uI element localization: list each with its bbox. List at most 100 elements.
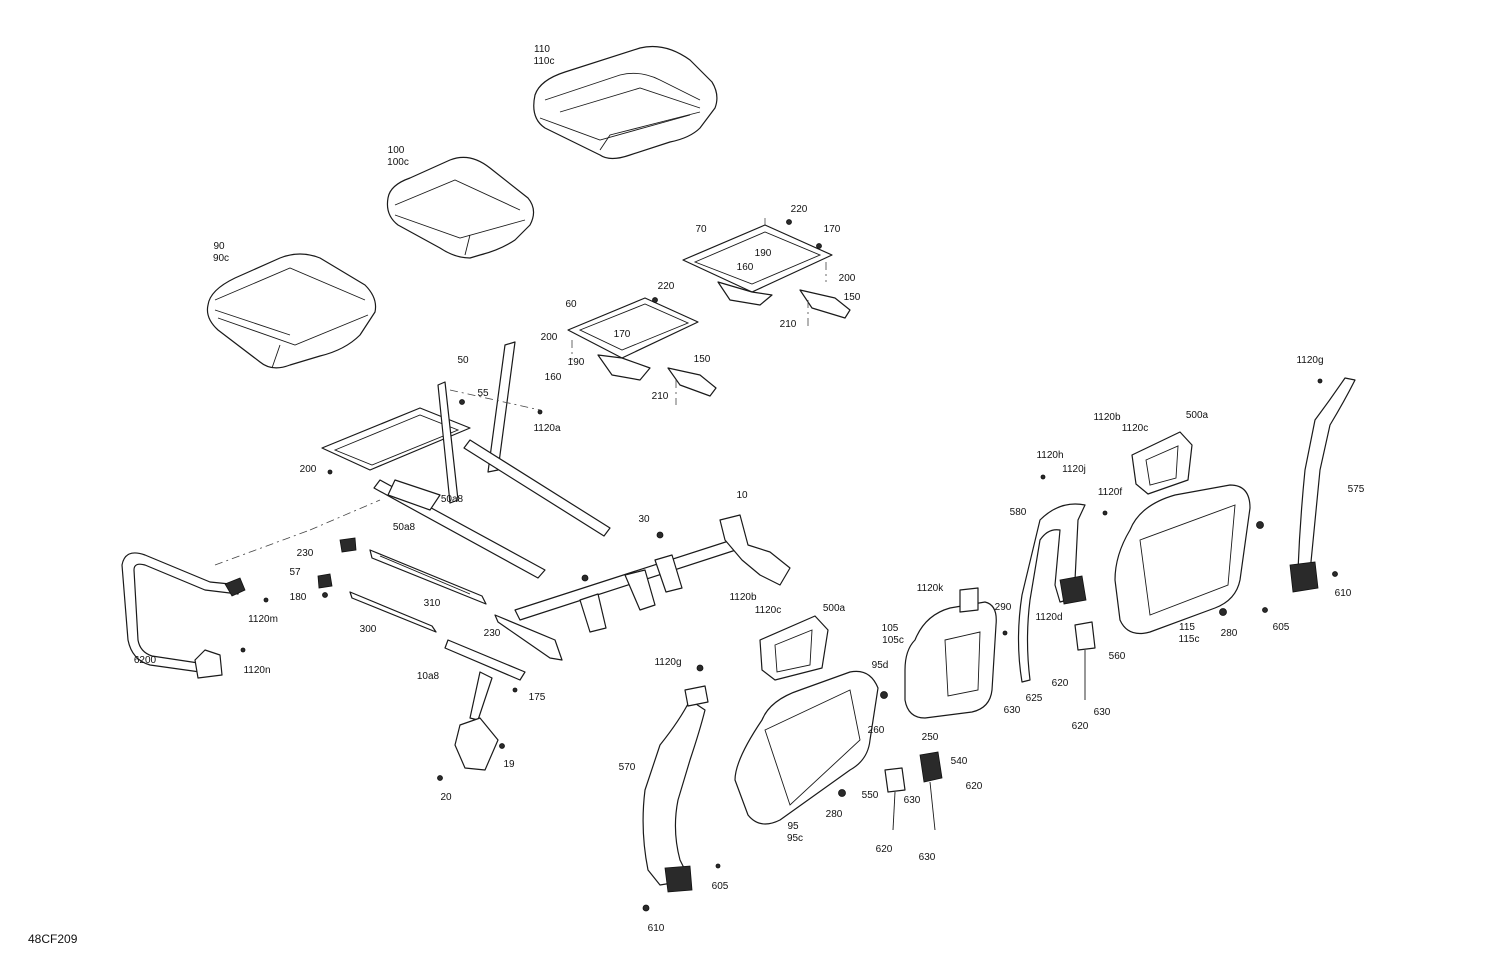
callout-c190a: 190 bbox=[755, 248, 772, 259]
callout-c630b: 630 bbox=[919, 852, 936, 863]
callout-c1120g2: 1120g bbox=[1296, 355, 1323, 366]
fasteners bbox=[240, 219, 1338, 912]
callout-c1120m: 1120m bbox=[248, 614, 278, 625]
callout-c230a: 230 bbox=[297, 548, 314, 559]
callout-c175: 175 bbox=[529, 692, 546, 703]
seat-cushion-90 bbox=[206, 253, 377, 369]
callout-c500a1: 500a bbox=[823, 603, 846, 614]
callout-c605b: 605 bbox=[1273, 622, 1290, 633]
belt-580 bbox=[1017, 503, 1087, 683]
callout-c610b: 610 bbox=[1335, 588, 1352, 599]
callout-c620c: 620 bbox=[1052, 678, 1069, 689]
callout-c50: 50 bbox=[457, 355, 469, 366]
callout-c220b: 220 bbox=[658, 281, 675, 292]
callout-c19: 19 bbox=[503, 759, 515, 770]
callout-c260: 260 bbox=[868, 725, 885, 736]
pad-500a-left bbox=[759, 615, 829, 681]
diagram-reference-code: 48CF209 bbox=[28, 932, 78, 946]
callout-c1120n: 1120n bbox=[243, 665, 270, 676]
callout-c200c: 200 bbox=[300, 464, 317, 475]
callout-c575: 575 bbox=[1348, 484, 1365, 495]
seat-back-115 bbox=[1114, 484, 1251, 635]
callout-c620a: 620 bbox=[966, 781, 983, 792]
callout-c560: 560 bbox=[1109, 651, 1126, 662]
callout-c50a8b: 50a8 bbox=[393, 522, 416, 533]
callout-c90: 90 bbox=[213, 241, 225, 252]
callout-c610a: 610 bbox=[648, 923, 665, 934]
callout-c310: 310 bbox=[424, 598, 441, 609]
callout-c20: 20 bbox=[440, 792, 452, 803]
callout-c630d: 630 bbox=[1094, 707, 1111, 718]
callout-c1120b2: 1120b bbox=[1093, 412, 1121, 423]
callout-c580: 580 bbox=[1010, 507, 1027, 518]
callout-c625: 625 bbox=[1026, 693, 1043, 704]
callout-c50a8a: 50a8 bbox=[441, 494, 464, 505]
callout-c6200: 6200 bbox=[134, 655, 157, 666]
callout-c100: 100 bbox=[388, 145, 405, 156]
callout-c1120c2: 1120c bbox=[1122, 423, 1149, 434]
callout-c105: 105 bbox=[882, 623, 899, 634]
callout-c100c: 100c bbox=[387, 157, 409, 168]
callout-c210a: 210 bbox=[780, 319, 797, 330]
callout-c95c: 95c bbox=[787, 833, 803, 844]
callout-c115: 115 bbox=[1179, 622, 1195, 633]
callout-c210b: 210 bbox=[652, 391, 669, 402]
callout-c280a: 280 bbox=[826, 809, 843, 820]
callout-c57: 57 bbox=[289, 567, 301, 578]
callout-c95d: 95d bbox=[872, 660, 889, 671]
callout-c1120b1: 1120b bbox=[729, 592, 757, 603]
seat-cushion-110 bbox=[533, 45, 718, 160]
callout-c30: 30 bbox=[638, 514, 650, 525]
callout-c620b: 620 bbox=[876, 844, 893, 855]
callout-c170a: 170 bbox=[824, 224, 841, 235]
callout-c630a: 630 bbox=[904, 795, 921, 806]
callout-c220a: 220 bbox=[791, 204, 808, 215]
rail-310 bbox=[369, 549, 487, 605]
seat-cushion-100 bbox=[386, 156, 535, 259]
callout-c1120g1: 1120g bbox=[654, 657, 681, 668]
callout-c630c: 630 bbox=[1004, 705, 1021, 716]
callout-c105c: 105c bbox=[882, 635, 904, 646]
callout-c230b: 230 bbox=[484, 628, 501, 639]
callout-c110: 110 bbox=[534, 44, 550, 55]
callout-c160b: 160 bbox=[545, 372, 562, 383]
callout-c180: 180 bbox=[290, 592, 307, 603]
callout-c1120k: 1120k bbox=[917, 583, 945, 594]
callout-c150a: 150 bbox=[844, 292, 861, 303]
callout-c115c: 115c bbox=[1179, 634, 1200, 645]
callout-c1120a: 1120a bbox=[533, 423, 561, 434]
callout-c570: 570 bbox=[619, 762, 636, 773]
callout-c290: 290 bbox=[995, 602, 1012, 613]
callout-c60: 60 bbox=[565, 299, 577, 310]
callout-c70: 70 bbox=[695, 224, 707, 235]
callout-c1120c1: 1120c bbox=[755, 605, 782, 616]
callout-c1120d: 1120d bbox=[1035, 612, 1062, 623]
callout-c540: 540 bbox=[951, 756, 968, 767]
seat-frame-60 bbox=[567, 297, 717, 405]
belt-570 bbox=[642, 685, 709, 893]
callout-c90c: 90c bbox=[213, 253, 229, 264]
callout-c150b: 150 bbox=[694, 354, 711, 365]
pad-500a-right bbox=[1131, 431, 1193, 495]
callout-c200a: 200 bbox=[839, 273, 856, 284]
rail-300 bbox=[349, 591, 437, 633]
front-bar-6200 bbox=[121, 499, 381, 679]
callout-c250: 250 bbox=[922, 732, 939, 743]
callout-c300: 300 bbox=[360, 624, 377, 635]
callout-c95: 95 bbox=[787, 821, 799, 832]
brackets-230-57 bbox=[317, 537, 357, 589]
callout-c605a: 605 bbox=[712, 881, 729, 892]
base-frame-50 bbox=[321, 341, 611, 579]
callout-c200b: 200 bbox=[541, 332, 558, 343]
callout-c55: 55 bbox=[477, 388, 489, 399]
seat-back-95 bbox=[734, 670, 879, 825]
frame-10 bbox=[444, 514, 791, 771]
seat-back-105 bbox=[904, 587, 997, 719]
callout-c620d: 620 bbox=[1072, 721, 1089, 732]
callout-c10: 10 bbox=[736, 490, 748, 501]
callout-c110c: 110c bbox=[534, 56, 555, 67]
callout-c170b: 170 bbox=[614, 329, 631, 340]
belt-575 bbox=[1289, 377, 1356, 593]
